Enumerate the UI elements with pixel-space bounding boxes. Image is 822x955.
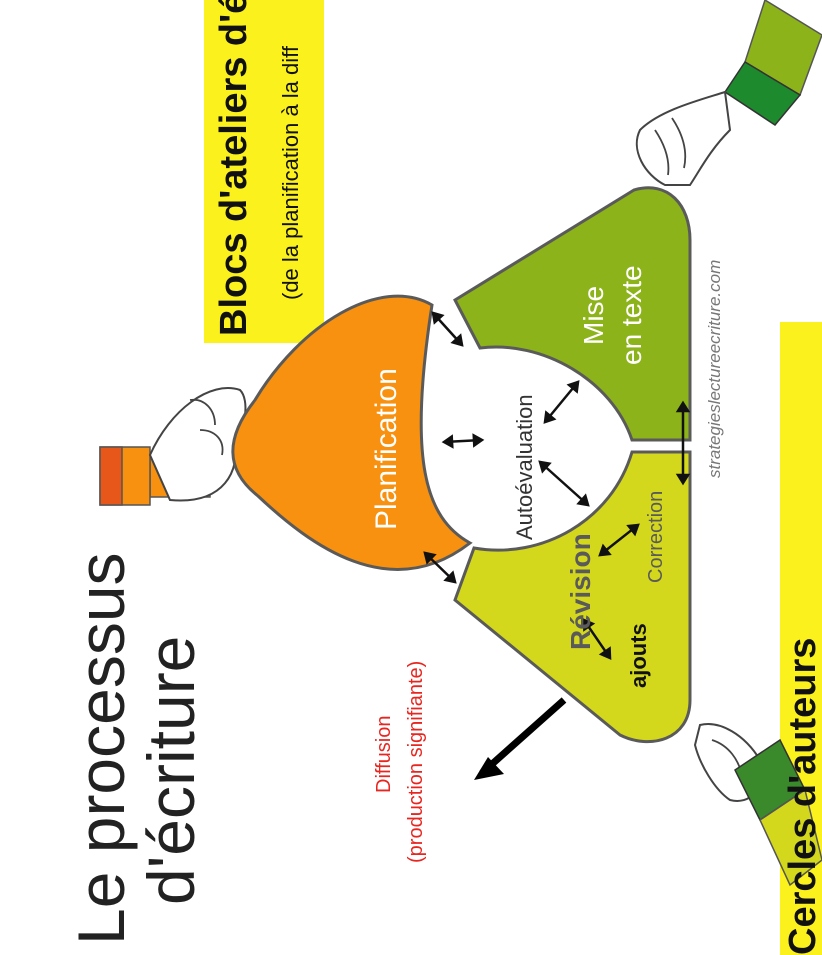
revision-label: Révision [565, 533, 596, 650]
arrow-plan-mise [431, 311, 464, 347]
top-banner-title: Blocs d'ateliers d'éc [213, 0, 255, 336]
page-title-line1: Le processus [64, 552, 138, 945]
diffusion-arrow-head [474, 757, 504, 780]
mise-label-line2: en texte [616, 265, 647, 365]
arrow-center-revision [538, 460, 590, 507]
top-banner [204, 0, 324, 343]
diffusion-label-line2: (production signifiante) [405, 660, 427, 863]
correction-label: Correction [645, 490, 667, 583]
page-title-line2: d'écriture [134, 635, 208, 905]
arrow-revision-ajouts [582, 618, 612, 660]
revision-segment [453, 450, 692, 744]
arrow-center-left [441, 433, 485, 449]
diffusion-label-line1: Diffusion [373, 715, 395, 793]
bottom-banner-title: Cercles d'auteurs [782, 637, 822, 955]
process-triangle [231, 186, 692, 744]
hand-left-icon [99, 387, 247, 506]
mise-en-texte-segment [453, 186, 692, 442]
ajouts-label: ajouts [626, 623, 651, 688]
hand-top-right-icon [635, 0, 822, 186]
arrows-group [423, 311, 691, 660]
planification-label: Planification [370, 368, 403, 530]
center-label: Autoévaluation [512, 394, 537, 540]
planification-segment [231, 294, 473, 571]
arrow-center-mise [543, 380, 580, 424]
mise-label-line1: Mise [578, 285, 609, 345]
top-banner-subtitle: (de la planification à la diff [278, 46, 303, 300]
arrow-mise-revision [675, 400, 691, 486]
arrow-revision-correction [598, 523, 640, 557]
credit-text: strategieslectureecriture.com [705, 259, 724, 478]
arrow-plan-revision [423, 551, 457, 584]
hand-bottom-right-icon [693, 723, 822, 887]
diffusion-arrow-line [479, 697, 567, 776]
